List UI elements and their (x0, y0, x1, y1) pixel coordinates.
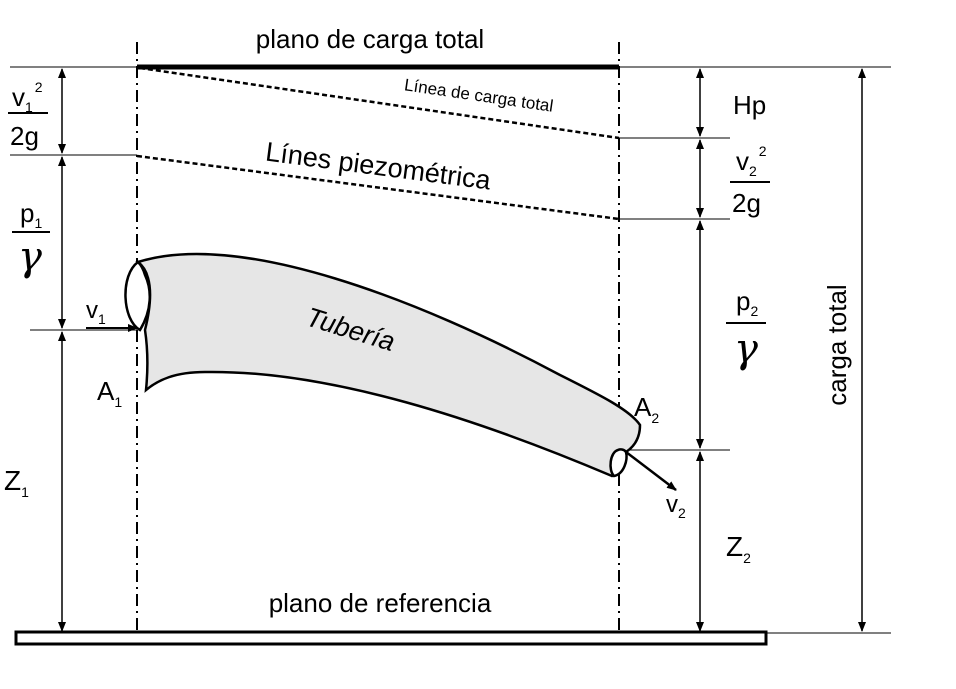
piezometric-line (136, 154, 620, 221)
v1-denominator: 2g (10, 121, 39, 151)
p1-numerator: p1 (20, 198, 42, 231)
v2-arrow (625, 451, 677, 491)
v2-denominator: 2g (732, 188, 761, 218)
v2-squared: v22 (736, 143, 767, 179)
z2-label: Z2 (726, 531, 751, 566)
pipe-body (135, 252, 642, 478)
reference-plane-label: plano de referencia (269, 588, 492, 618)
v2-label: v2 (666, 491, 686, 521)
z1-label: Z1 (4, 465, 29, 500)
hp-label: Hp (733, 90, 766, 120)
p1-denominator: γ (18, 234, 42, 280)
reference-plane (14, 630, 768, 646)
total-head-plane-label: plano de carga total (256, 24, 484, 54)
total-head-label: carga total (822, 284, 852, 405)
total-head-line (139, 66, 620, 140)
a1-label: A1 (97, 376, 122, 410)
v1-squared: v12 (12, 79, 43, 115)
pipe-inlet-section (124, 260, 151, 332)
p2-denominator: γ (734, 326, 758, 372)
p2-numerator: p2 (736, 286, 758, 319)
v1-label: v1 (86, 297, 106, 327)
pipe-outlet-section (609, 448, 628, 478)
a2-label: A2 (634, 392, 659, 426)
